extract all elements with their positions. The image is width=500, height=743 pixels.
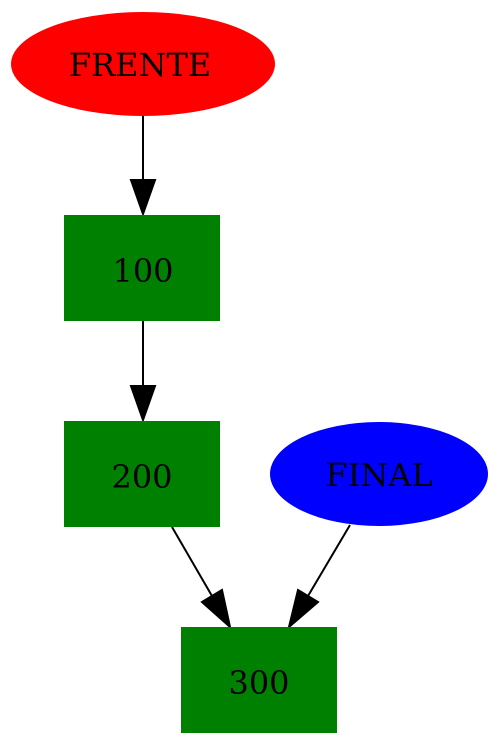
node-200-label: 200 bbox=[111, 458, 172, 496]
arrowhead bbox=[129, 385, 157, 424]
arrowhead bbox=[200, 588, 232, 630]
node-300: 300 bbox=[181, 627, 337, 733]
node-300-shape bbox=[181, 627, 337, 733]
edge-final-300 bbox=[287, 524, 351, 630]
node-100-shape bbox=[64, 215, 220, 321]
edge-100-200 bbox=[129, 321, 157, 424]
edge-200-300 bbox=[171, 526, 232, 630]
node-200-shape bbox=[64, 421, 220, 527]
node-frente-shape bbox=[11, 12, 275, 116]
node-final: FINAL bbox=[270, 422, 488, 526]
node-100: 100 bbox=[64, 215, 220, 321]
node-final-label: FINAL bbox=[325, 456, 432, 494]
arrowhead bbox=[129, 179, 157, 218]
node-frente-label: FRENTE bbox=[69, 46, 211, 84]
node-frente: FRENTE bbox=[11, 12, 275, 116]
node-final-shape bbox=[270, 422, 488, 526]
node-100-label: 100 bbox=[112, 252, 173, 290]
node-200: 200 bbox=[64, 421, 220, 527]
node-300-label: 300 bbox=[228, 664, 289, 702]
edge-frente-100 bbox=[129, 116, 157, 218]
arrowhead bbox=[287, 588, 320, 630]
